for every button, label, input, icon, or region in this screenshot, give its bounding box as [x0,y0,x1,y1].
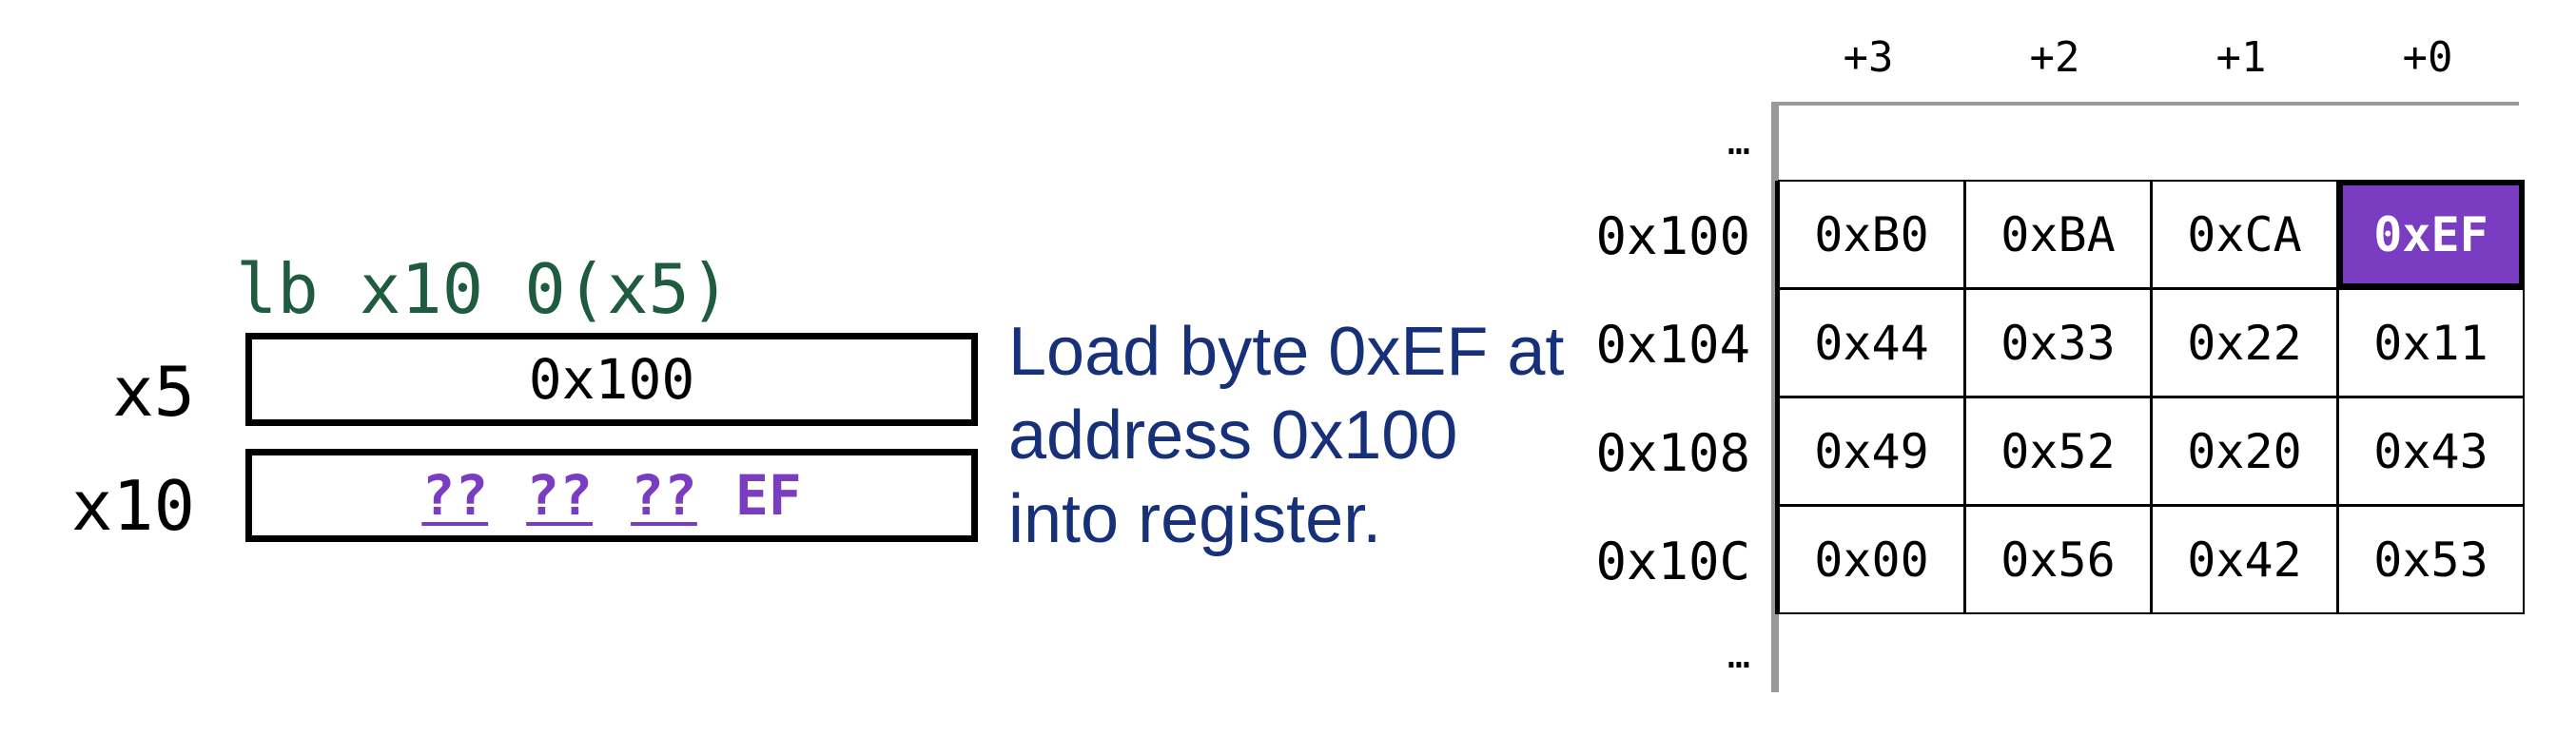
memory-cell: 0x20 [2151,397,2338,506]
memory-address-0x108: 0x108 [1595,423,1750,483]
memory-col-header-plus2: +2 [2029,33,2080,82]
memory-cell: 0x52 [1964,397,2152,506]
register-x5-value: 0x100 [528,347,695,412]
register-x5-box: 0x100 [245,333,978,426]
memory-top-line [1771,102,2519,106]
memory-col-header-plus3: +3 [1843,33,1894,82]
memory-address-0x104: 0x104 [1595,315,1750,375]
memory-cell: 0x49 [1778,397,1965,506]
memory-cell: 0x33 [1964,288,2152,397]
register-x10-unknown-byte-1: ?? [631,463,697,528]
memory-ellipsis-top: … [1727,120,1750,164]
memory-ellipsis-bottom: … [1727,633,1750,677]
memory-address-0x10c: 0x10C [1595,532,1750,591]
memory-col-header-plus1: +1 [2215,33,2267,82]
memory-cell: 0xCA [2151,180,2338,289]
memory-cell: 0xB0 [1778,180,1965,289]
description-text: Load byte 0xEF at address 0x100 into reg… [1008,314,1565,557]
memory-cell: 0x42 [2151,505,2338,614]
memory-cell: 0x53 [2337,505,2525,614]
memory-address-0x100: 0x100 [1595,206,1750,266]
register-x10-unknown-byte-3: ?? [421,463,489,528]
register-label-x5: x5 [112,352,195,432]
memory-col-header-plus0: +0 [2402,33,2453,82]
memory-cell-highlighted: 0xEF [2337,180,2525,289]
memory-grid: 0xB0 0xBA 0xCA 0xEF 0x44 0x33 0x22 0x11 … [1775,180,2525,614]
memory-cell: 0x11 [2337,288,2525,397]
memory-cell: 0x43 [2337,397,2525,506]
register-x10-unknown-byte-2: ?? [526,463,593,528]
register-x10-box: ?? ?? ?? EF [245,449,978,542]
memory-cell: 0x44 [1778,288,1965,397]
register-label-x10: x10 [70,466,195,546]
instruction-text: lb x10 0(x5) [236,249,732,329]
register-x10-loaded-byte: EF [734,463,802,528]
memory-cell: 0x00 [1778,505,1965,614]
memory-cell: 0x22 [2151,288,2338,397]
memory-cell: 0xBA [1964,180,2152,289]
memory-cell: 0x56 [1964,505,2152,614]
